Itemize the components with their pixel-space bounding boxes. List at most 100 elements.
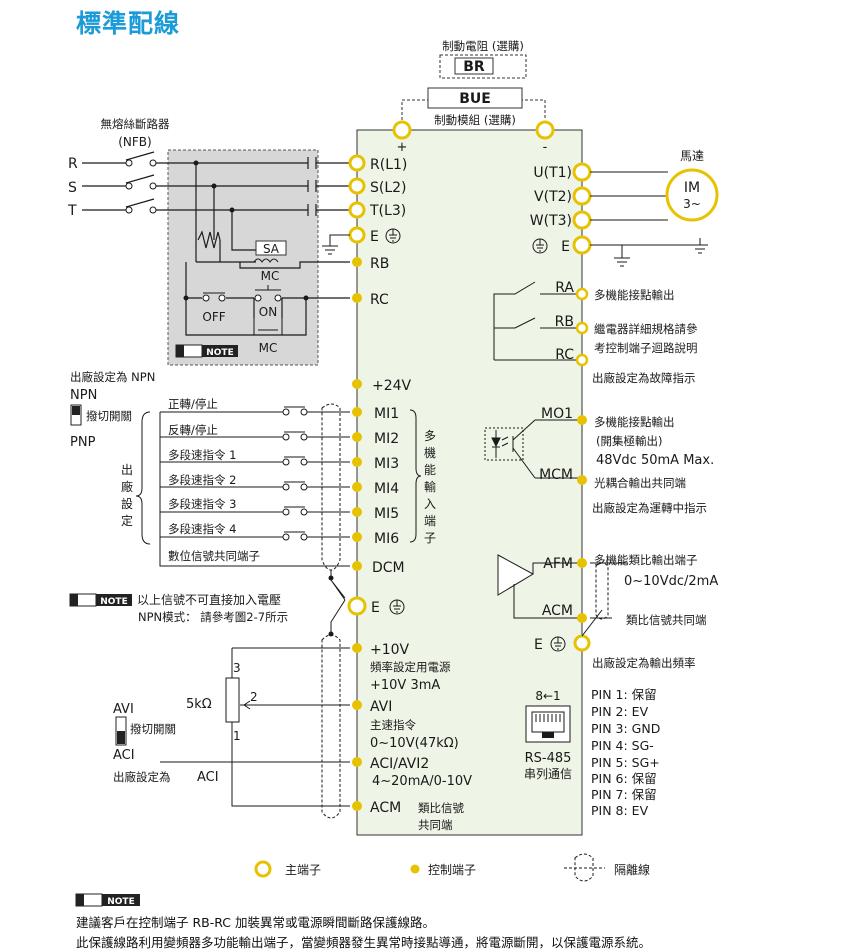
terminal-acm-out-label: ACM	[542, 603, 573, 619]
terminal-e-center	[347, 596, 367, 616]
terminal-mi5: MI5	[374, 506, 399, 522]
afm-amplifier	[497, 554, 535, 596]
input-note-line2: NPN模式： 請參考圖2-7所示	[138, 610, 288, 624]
relay-contacts	[493, 281, 582, 361]
nfb-abbr: (NFB)	[118, 135, 151, 149]
rs485-pin-order: 8←1	[535, 689, 560, 703]
mc-coil-label: MC	[261, 269, 280, 283]
di-func-5: 多段速指令 3	[168, 497, 236, 511]
afm-shield	[595, 562, 609, 620]
terminal-minus	[535, 120, 555, 140]
terminal-mi1: MI1	[374, 406, 399, 422]
motor-symbol	[665, 168, 719, 222]
afm-wiring	[513, 562, 628, 619]
svg-text:NOTE: NOTE	[206, 348, 233, 358]
terminal-r: R(L1)	[370, 157, 407, 173]
terminal-e-input: E	[370, 229, 379, 245]
motor-sub: 3~	[683, 197, 701, 211]
svg-text:NOTE: NOTE	[100, 597, 127, 607]
mi-brace	[409, 409, 422, 543]
p10v-desc1: 頻率設定用電源	[370, 660, 451, 674]
terminal-aci: ACI/AVI2	[370, 756, 429, 772]
relay-ra-label: RA	[555, 280, 574, 296]
pot-pin-2: 2	[250, 690, 258, 704]
brake-resistor-caption: 制動電阻 (選購)	[442, 39, 524, 53]
rs485-label2: 串列通信	[524, 767, 572, 781]
ground-icon	[322, 234, 350, 255]
pot-label: 5kΩ	[186, 697, 212, 712]
rs485-pin-1: PIN 1: 保留	[591, 687, 657, 702]
legend-shield: 隔離線	[614, 862, 650, 877]
note-badge-inputs: NOTE	[69, 593, 132, 607]
on-label: ON	[259, 305, 277, 319]
mi-vertical-2: 能	[424, 463, 436, 477]
pot-pin-1: 1	[233, 729, 241, 743]
mi-vertical-0: 多	[424, 429, 436, 443]
potentiometer	[225, 677, 240, 723]
pnp-label: PNP	[70, 435, 96, 450]
pot-pin-3: 3	[233, 661, 241, 675]
acm-in-desc1: 類比信號	[418, 801, 464, 815]
terminal-24v: +24V	[372, 378, 412, 394]
rs485-pin-2: PIN 2: EV	[591, 704, 649, 719]
rs485-pin-6: PIN 6: 保留	[591, 771, 657, 786]
page-title: 標準配線	[76, 9, 181, 38]
legend-control-terminal-icon	[410, 864, 420, 874]
rs485-pin-7: PIN 7: 保留	[591, 787, 657, 802]
terminal-e-output: E	[561, 239, 570, 255]
terminal-rc-ctrl	[352, 293, 362, 303]
mo1-desc1: 多機能接點輸出	[594, 415, 675, 429]
plus-sign: +	[397, 140, 408, 155]
nfb-caption: 無熔絲斷路器	[101, 117, 170, 131]
sw-default-value: ACI	[197, 770, 219, 785]
brake-dashed-link	[401, 99, 546, 120]
ai-shield	[321, 634, 341, 819]
di-func-2: 反轉/停止	[168, 423, 218, 437]
di-wiring	[159, 406, 350, 567]
rs485-pin-8: PIN 8: EV	[591, 803, 649, 818]
rs485-port-icon	[525, 705, 571, 743]
acm-in-desc2: 共同端	[418, 818, 453, 832]
rs485-pin-5: PIN 5: SG+	[591, 755, 660, 770]
shield-ground	[330, 570, 346, 601]
terminal-e-afm	[573, 634, 591, 652]
di-func-6: 多段速指令 4	[168, 522, 236, 536]
terminal-mcm-label: MCM	[539, 467, 573, 483]
photocoupler-box	[484, 427, 524, 461]
sa-box	[255, 240, 287, 256]
terminal-10v: +10V	[370, 642, 410, 658]
legend-main-terminal: 主端子	[285, 863, 321, 877]
acm-out-desc: 類比信號共同端	[626, 613, 707, 627]
terminal-mo1	[577, 415, 587, 425]
ground-icon	[550, 636, 566, 652]
relay-rb-desc1: 繼電器詳細規格請參	[594, 322, 698, 336]
off-button	[202, 292, 226, 302]
mo1-default: 出廠設定為運轉中指示	[592, 501, 707, 515]
rs485-label1: RS-485	[525, 751, 572, 766]
ground-icon	[389, 599, 405, 615]
terminal-mo1-label: MO1	[541, 406, 573, 422]
brake-unit-caption: 制動模組 (選購)	[434, 113, 516, 127]
rs485-pin-4: PIN 4: SG-	[591, 738, 654, 753]
junction-dots	[183, 160, 309, 301]
di-func-4: 多段速指令 2	[168, 473, 236, 487]
terminal-afm-label: AFM	[543, 556, 573, 572]
mo1-desc2: (開集極輸出)	[596, 434, 662, 448]
mi-vertical-4: 入	[424, 497, 436, 511]
terminal-rc-label: RC	[370, 292, 389, 308]
ground-icon	[532, 238, 548, 254]
mo1-desc3: 48Vdc 50mA Max.	[596, 453, 714, 468]
mi-vertical-1: 機	[424, 445, 436, 460]
terminal-mi4: MI4	[374, 481, 399, 497]
npn-switch-label: 撥切開關	[86, 409, 132, 423]
legend-control-terminal: 控制端子	[428, 863, 476, 877]
phase-r: R	[68, 156, 78, 172]
terminal-rb-label: RB	[370, 256, 389, 272]
ai-wiring	[160, 647, 350, 807]
avi-desc2: 0~10V(47kΩ)	[370, 736, 459, 751]
factory-group-label-1: 廠	[121, 479, 133, 494]
relay-ra-desc: 多機能接點輸出	[594, 288, 675, 302]
ai-terminals	[352, 643, 362, 811]
ai-switch-label: 撥切開關	[130, 722, 176, 736]
motor-wires	[590, 171, 708, 267]
